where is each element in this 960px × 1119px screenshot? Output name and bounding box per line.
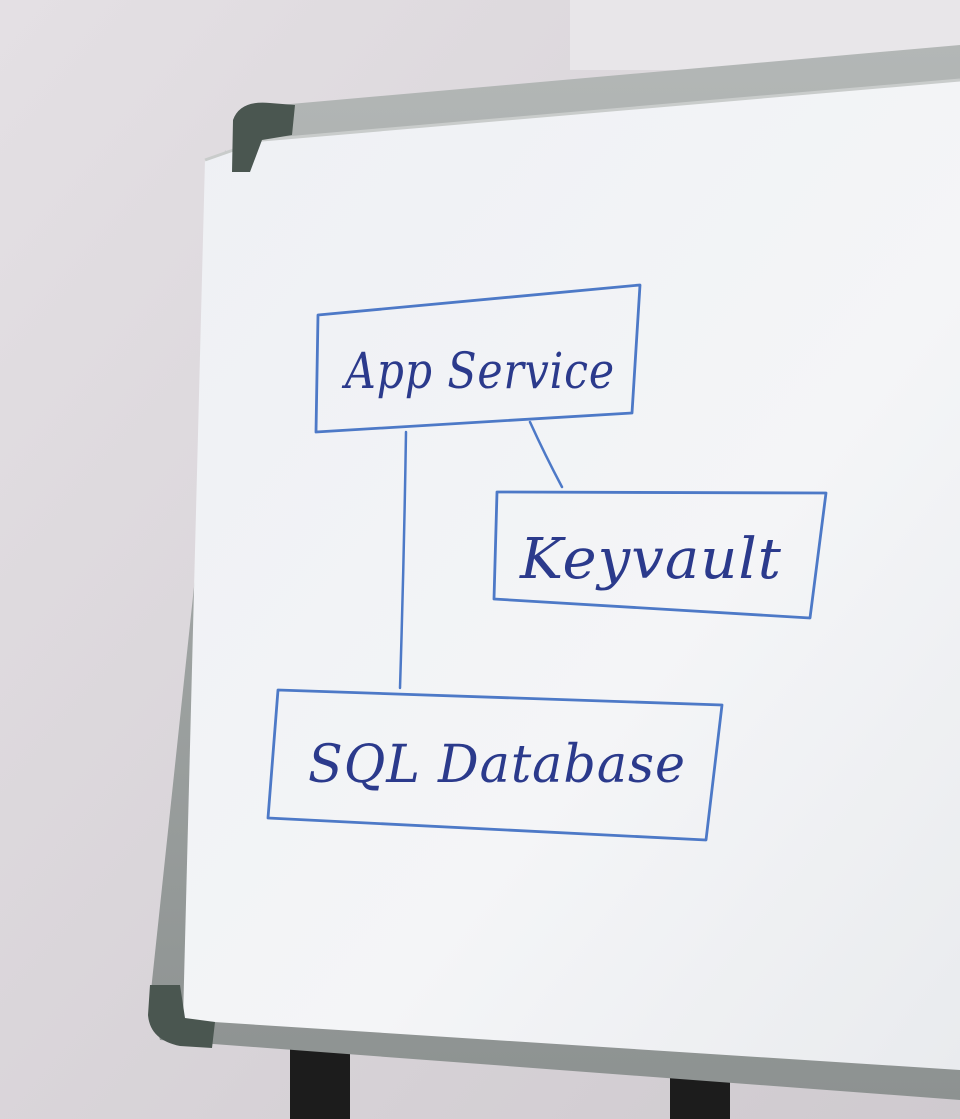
node-box	[266, 688, 724, 842]
node-app-service: App Service	[314, 283, 642, 434]
edge-app-service-to-keyvault	[528, 420, 564, 489]
edge-app-service-to-sql-database	[398, 430, 408, 690]
node-label-keyvault: Keyvault	[519, 527, 782, 592]
node-sql-database: SQL Database	[266, 688, 724, 842]
stand-leg-right	[670, 1075, 730, 1119]
node-keyvault: Keyvault	[492, 490, 828, 620]
node-label-sql-database: SQL Database	[308, 735, 686, 795]
frame-corner-bottom-left	[148, 985, 215, 1048]
node-box	[492, 490, 828, 620]
node-box	[314, 283, 642, 434]
frame-corner-top-left	[232, 102, 295, 172]
node-label-app-service: App Service	[342, 342, 615, 400]
